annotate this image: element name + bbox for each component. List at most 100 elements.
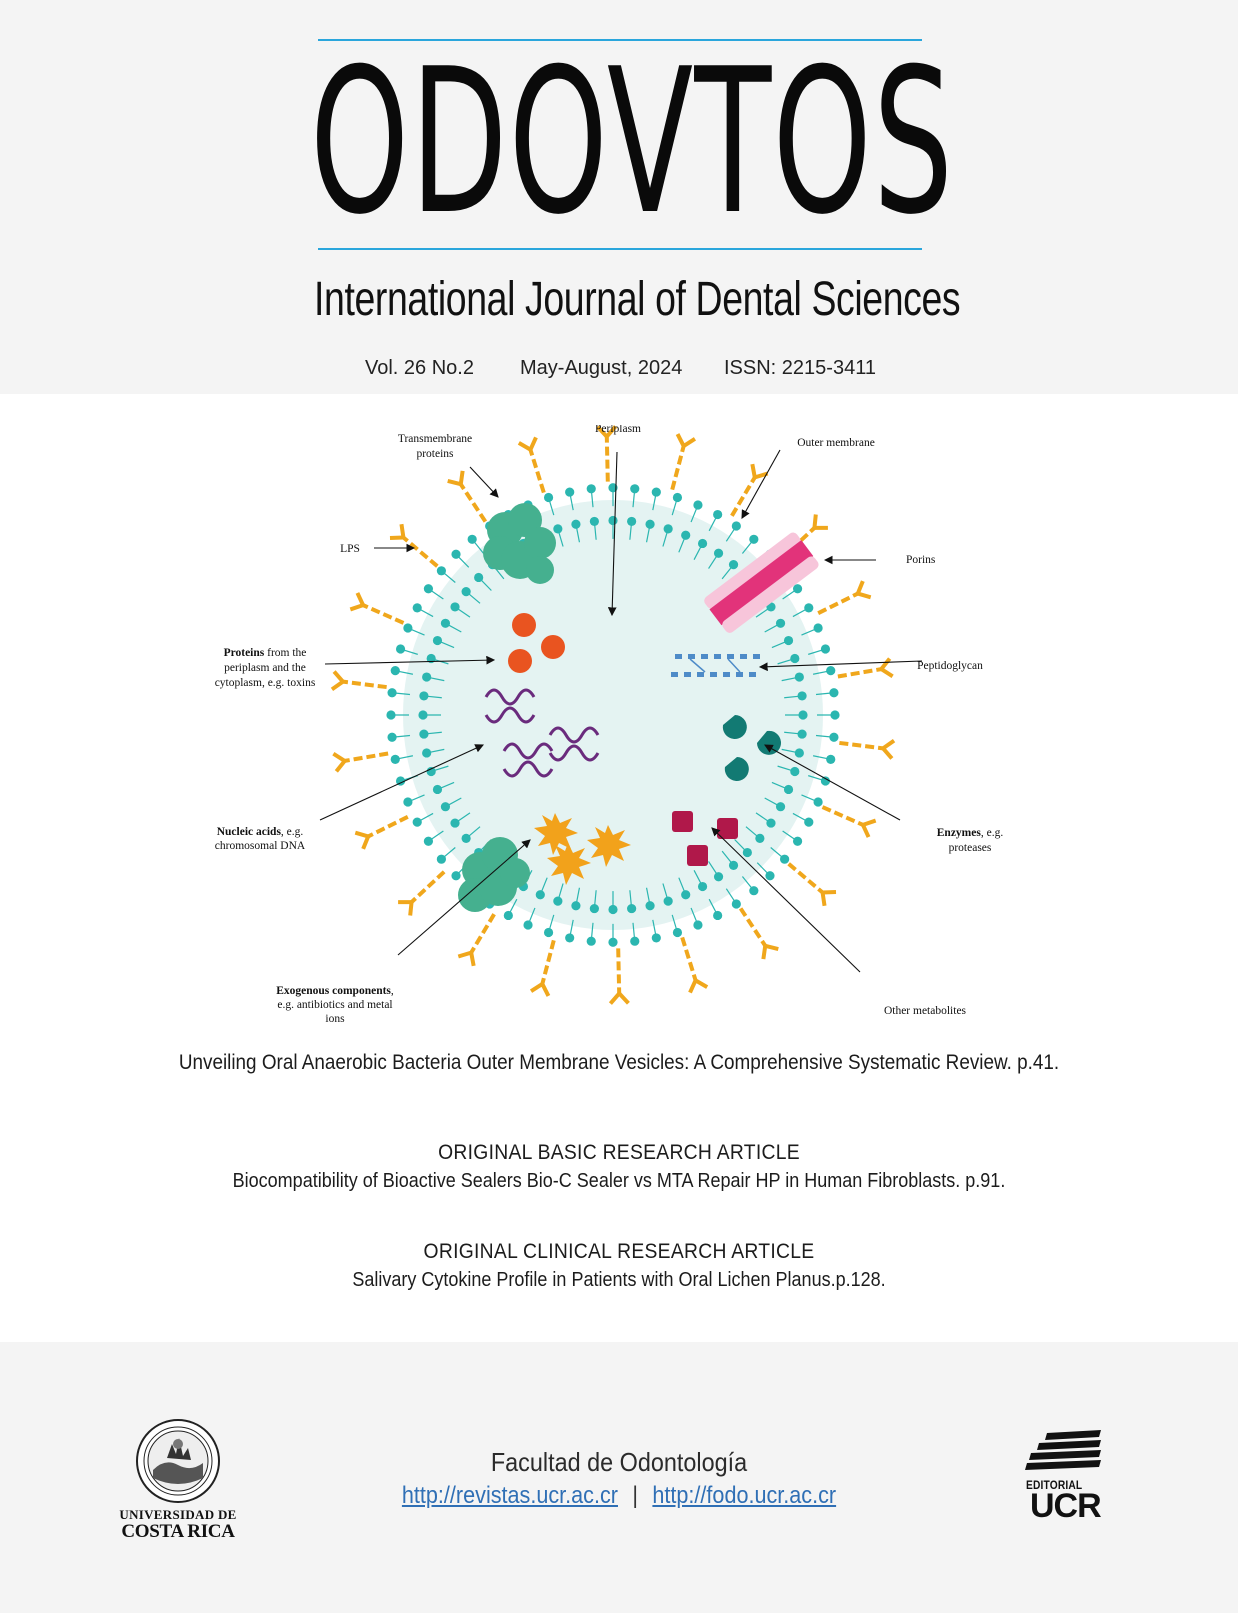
- phospholipid: [565, 487, 581, 543]
- phospholipid: [543, 883, 564, 938]
- lipid-head: [565, 933, 575, 943]
- label-nucleic-line1: Nucleic acids, e.g.: [217, 826, 304, 838]
- label-porins: Porins: [906, 554, 936, 566]
- lipid-head: [440, 618, 451, 628]
- lipid-head: [731, 521, 741, 531]
- lipid-head: [426, 766, 436, 777]
- lps-branch: [862, 818, 877, 827]
- lipid-head: [387, 688, 397, 698]
- phospholipid: [708, 521, 741, 569]
- lipid-head: [390, 666, 400, 676]
- lipid-head: [467, 534, 477, 544]
- article-title-basic: Biocompatibility of Bioactive Sealers Bi…: [232, 1170, 1006, 1192]
- lipid-head: [450, 818, 460, 828]
- label-outer-membrane: Outer membrane: [797, 437, 875, 449]
- lipid-head: [474, 572, 484, 583]
- masthead-bottom-rule: [318, 248, 922, 250]
- label-proteins-bold: Proteins: [224, 647, 265, 659]
- enzymes: [722, 715, 781, 781]
- lps-branch: [596, 425, 609, 438]
- phospholipid: [390, 666, 445, 682]
- label-proteins-rest: from the: [264, 647, 306, 659]
- lps-branch: [332, 751, 346, 763]
- lps-branch: [354, 830, 369, 839]
- lps-chain: [469, 913, 496, 954]
- lps-chain: [367, 814, 409, 839]
- lps-branch: [881, 738, 896, 750]
- lipid-head: [804, 817, 814, 827]
- issue-period: May-August, 2024: [520, 357, 683, 379]
- lps-chain: [604, 436, 610, 482]
- lipid-head: [390, 754, 400, 764]
- lps-chain: [730, 476, 757, 517]
- label-enzymes-bold: Enzymes: [937, 827, 982, 839]
- lps-branch: [688, 979, 698, 994]
- lipid-head: [783, 784, 794, 795]
- lipid-head: [589, 903, 599, 914]
- lps-chain: [839, 740, 884, 751]
- phospholipid: [523, 877, 548, 930]
- lps-branch: [529, 982, 544, 993]
- lipid-head: [608, 515, 618, 526]
- lipid-head: [571, 519, 581, 529]
- label-nucleic-line2: chromosomal DNA: [215, 840, 306, 852]
- lipid-head: [790, 653, 800, 664]
- phospholipid: [645, 487, 661, 543]
- porin-channel: [704, 532, 819, 633]
- lipid-head: [461, 586, 471, 597]
- lps-chain: [402, 535, 439, 568]
- lps-branch: [750, 463, 757, 478]
- porin-core: [709, 540, 814, 626]
- label-enzymes-rest: , e.g.: [981, 827, 1003, 839]
- lps-branch: [761, 945, 768, 960]
- lps-branch: [458, 470, 465, 485]
- link-revistas[interactable]: http://revistas.ucr.ac.cr: [401, 1482, 618, 1509]
- lipid-head: [765, 871, 775, 881]
- link-fodo[interactable]: http://fodo.ucr.ac.cr: [652, 1482, 837, 1509]
- lps-branch: [861, 824, 871, 838]
- lipid-head: [713, 872, 724, 882]
- nucleic-acid-helices: [484, 688, 600, 778]
- lps-branch: [608, 992, 621, 1005]
- label-proteins-line3: cytoplasm, e.g. toxins: [215, 677, 316, 689]
- label-exogenous-line1: Exogenous components,: [276, 985, 394, 997]
- lipid-head: [813, 797, 823, 807]
- lipid-head: [630, 936, 640, 946]
- footer-links: http://revistas.ucr.ac.cr | http://fodo.uc…: [62, 1481, 1176, 1511]
- lps-branch: [822, 889, 837, 895]
- lps-chain: [670, 445, 686, 491]
- lipid-head: [422, 748, 432, 758]
- lipid-head: [436, 566, 446, 576]
- lipid-head: [663, 896, 673, 906]
- lipid-head: [645, 901, 655, 911]
- lps-chain: [787, 862, 824, 895]
- lipid-head: [403, 797, 413, 807]
- lipid-head: [728, 560, 739, 570]
- lps-branch: [447, 479, 462, 487]
- lipid-head: [608, 904, 618, 915]
- lipid-head: [775, 618, 786, 628]
- phospholipid: [412, 797, 462, 827]
- lps-branch: [355, 592, 365, 606]
- phospholipid: [721, 850, 759, 896]
- lipid-head: [794, 672, 804, 682]
- lipid-head: [755, 833, 765, 844]
- phospholipid: [708, 861, 741, 909]
- label-proteins-line2: periplasm and the: [224, 662, 306, 674]
- lipid-head: [387, 732, 397, 742]
- lipid-head: [432, 784, 443, 795]
- link-separator: |: [632, 1482, 638, 1509]
- lipid-head: [450, 602, 460, 612]
- lipid-head: [451, 871, 461, 881]
- lipid-head: [440, 802, 451, 812]
- lipid-head: [645, 519, 655, 529]
- lipid-head: [681, 530, 691, 540]
- lipid-head: [426, 653, 436, 664]
- exogenous-components: [534, 813, 631, 885]
- lipid-head: [571, 901, 581, 911]
- label-enzymes-line1: Enzymes, e.g.: [937, 827, 1004, 839]
- phospholipid: [627, 484, 640, 540]
- phospholipid: [781, 666, 836, 682]
- lps-chain: [738, 907, 767, 947]
- editorial-ucr-logo-icon: [1025, 1430, 1101, 1470]
